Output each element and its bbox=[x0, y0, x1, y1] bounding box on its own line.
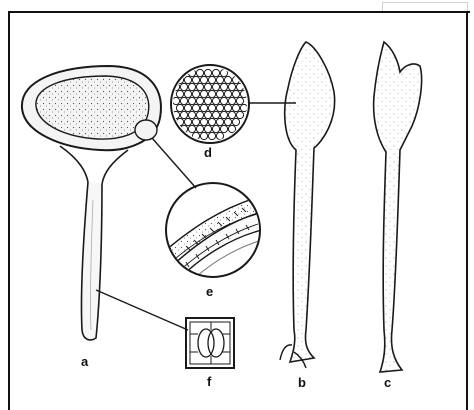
label-f: f bbox=[207, 375, 211, 388]
detail-d bbox=[171, 65, 296, 143]
label-a: a bbox=[81, 355, 88, 368]
cell-a-cap-knob bbox=[135, 120, 157, 140]
label-d: d bbox=[204, 146, 212, 159]
leader-a-cap-to-e bbox=[152, 138, 196, 188]
cell-a bbox=[22, 66, 161, 340]
cell-c bbox=[374, 42, 422, 372]
cell-b-body bbox=[285, 42, 335, 362]
label-c: c bbox=[384, 376, 391, 389]
detail-f bbox=[96, 290, 234, 368]
cell-b bbox=[280, 42, 335, 368]
cell-a-stalk bbox=[81, 182, 102, 340]
leader-a-stalk-to-f bbox=[96, 290, 188, 330]
label-e: e bbox=[206, 285, 213, 298]
label-b: b bbox=[298, 376, 306, 389]
cell-c-body bbox=[374, 42, 422, 372]
cell-a-neck bbox=[60, 146, 128, 184]
